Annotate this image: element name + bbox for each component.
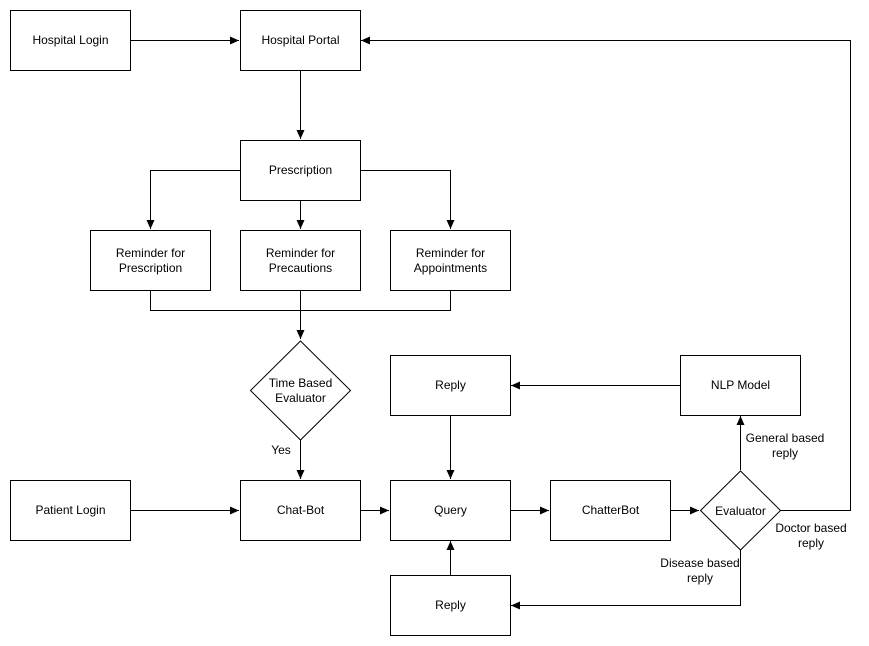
edge-evaluator-to-hospital-portal (361, 36, 851, 511)
reminder-prescription-box: Reminder for Prescription (90, 230, 211, 291)
time-based-evaluator-diamond (249, 340, 352, 441)
edge-evaluator-to-reply-bottom (511, 550, 741, 610)
hospital-login-box: Hospital Login (10, 10, 131, 71)
nlp-model-box: NLP Model (680, 355, 801, 416)
evaluator-diamond (699, 470, 782, 551)
evaluator-label: Evaluator (715, 503, 766, 518)
edge-prescription-to-reminder-appointments (360, 170, 455, 229)
yes-label: Yes (271, 443, 291, 457)
time-based-evaluator-label: Time Based Evaluator (268, 376, 333, 405)
general-based-reply-label: General based reply (745, 431, 825, 460)
chatterbot-box: ChatterBot (550, 480, 671, 541)
patient-login-box: Patient Login (10, 480, 131, 541)
disease-based-reply-label: Disease based reply (660, 556, 740, 585)
query-box: Query (390, 480, 511, 541)
edge-prescription-to-reminder-prescription (146, 170, 240, 229)
prescription-box: Prescription (240, 140, 361, 201)
hospital-portal-box: Hospital Portal (240, 10, 361, 71)
doctor-based-reply-label: Doctor based reply (775, 521, 847, 550)
chat-bot-box: Chat-Bot (240, 480, 361, 541)
reply-top-box: Reply (390, 355, 511, 416)
reply-bottom-box: Reply (390, 575, 511, 636)
reminder-precautions-box: Reminder for Precautions (240, 230, 361, 291)
reminder-appointments-box: Reminder for Appointments (390, 230, 511, 291)
